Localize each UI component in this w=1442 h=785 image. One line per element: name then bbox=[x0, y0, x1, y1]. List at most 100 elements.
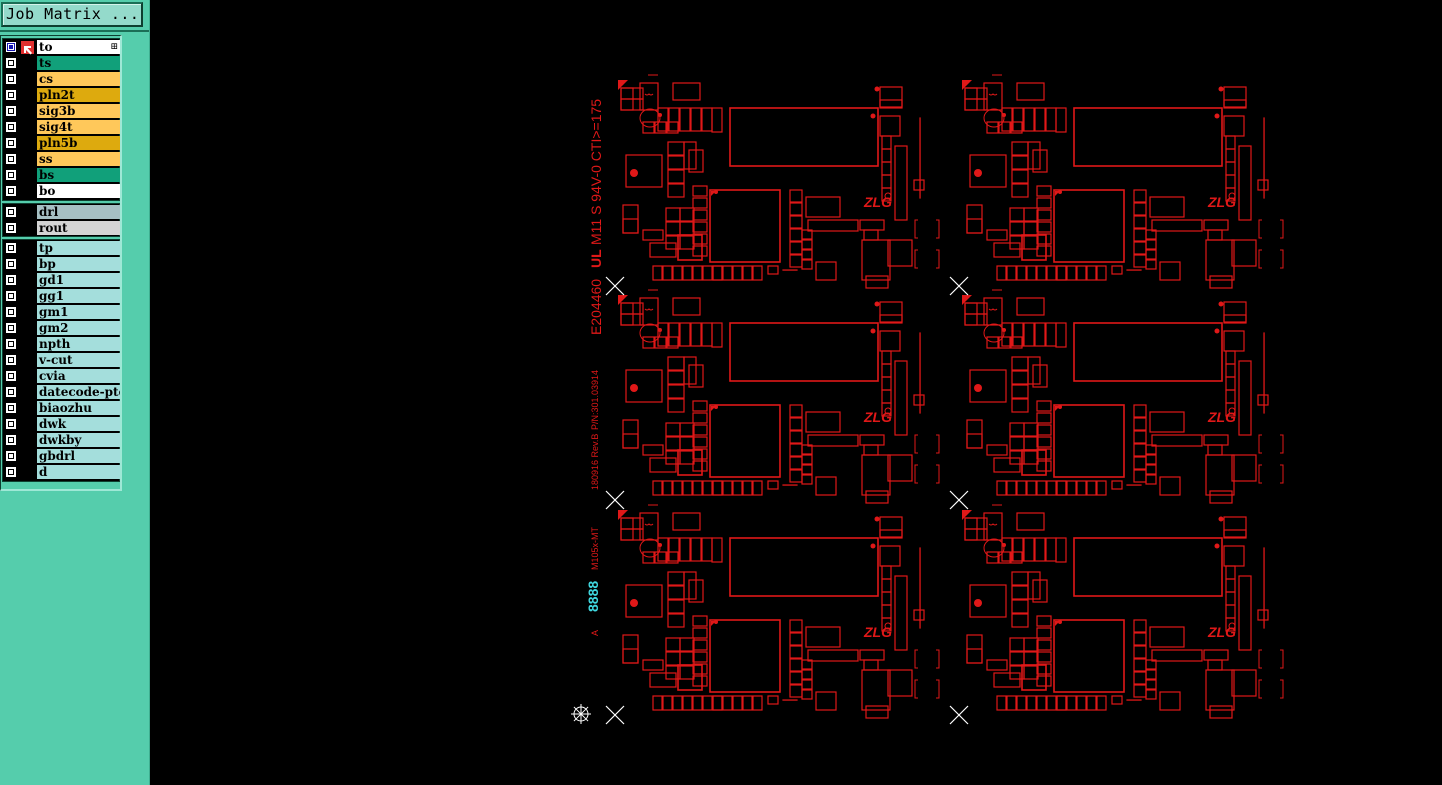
layer-name[interactable]: cs bbox=[37, 72, 120, 86]
layer-name[interactable]: datecode-pte bbox=[37, 385, 120, 399]
layer-checkbox[interactable] bbox=[6, 275, 16, 285]
layer-row-bo[interactable]: bo bbox=[3, 183, 121, 199]
layer-checkbox[interactable] bbox=[6, 291, 16, 301]
layer-name[interactable]: gm1 bbox=[37, 305, 120, 319]
expand-icon[interactable]: ⊞ bbox=[110, 42, 118, 52]
layer-row-dwkby[interactable]: dwkby bbox=[3, 432, 121, 448]
layer-name[interactable]: bs bbox=[37, 168, 120, 182]
layer-row-ts[interactable]: ts bbox=[3, 55, 121, 71]
layer-checkbox[interactable] bbox=[6, 307, 16, 317]
layer-name[interactable]: gbdrl bbox=[37, 449, 120, 463]
layer-name[interactable]: ss bbox=[37, 152, 120, 166]
layer-row-datecode-pte[interactable]: datecode-pte bbox=[3, 384, 121, 400]
pad-outline bbox=[649, 672, 677, 688]
layer-name[interactable]: ts bbox=[37, 56, 120, 70]
layer-row-cs[interactable]: cs bbox=[3, 71, 121, 87]
layer-row-rout[interactable]: rout bbox=[3, 220, 121, 236]
layer-row-cvia[interactable]: cvia bbox=[3, 368, 121, 384]
layer-row-drl[interactable]: drl bbox=[3, 204, 121, 220]
layer-checkbox[interactable] bbox=[6, 223, 16, 233]
pad-outline bbox=[642, 336, 655, 349]
layer-row-gd1[interactable]: gd1 bbox=[3, 272, 121, 288]
layer-checkbox[interactable] bbox=[6, 186, 16, 196]
layer-checkbox[interactable] bbox=[6, 259, 16, 269]
job-matrix-button[interactable]: Job Matrix ... bbox=[1, 2, 143, 27]
layer-row-sig4t[interactable]: sig4t bbox=[3, 119, 121, 135]
layer-checkbox[interactable] bbox=[6, 58, 16, 68]
layer-name[interactable]: drl bbox=[37, 205, 120, 219]
layer-checkbox[interactable] bbox=[6, 339, 16, 349]
layer-row-gm1[interactable]: gm1 bbox=[3, 304, 121, 320]
layer-name[interactable]: v-cut bbox=[37, 353, 120, 367]
pad-outline bbox=[865, 705, 889, 719]
layer-row-gm2[interactable]: gm2 bbox=[3, 320, 121, 336]
layer-row-bp[interactable]: bp bbox=[3, 256, 121, 272]
layer-checkbox[interactable] bbox=[6, 207, 16, 217]
layer-checkbox[interactable] bbox=[6, 323, 16, 333]
layer-name[interactable]: sig4t bbox=[37, 120, 120, 134]
layer-row-dwk[interactable]: dwk bbox=[3, 416, 121, 432]
layer-name[interactable]: pln2t bbox=[37, 88, 120, 102]
layer-row-pln5b[interactable]: pln5b bbox=[3, 135, 121, 151]
layer-name[interactable]: gm2 bbox=[37, 321, 120, 335]
layer-row-npth[interactable]: npth bbox=[3, 336, 121, 352]
layer-name[interactable]: pln5b bbox=[37, 136, 120, 150]
layer-checkbox[interactable] bbox=[6, 387, 16, 397]
layer-row-tp[interactable]: tp bbox=[3, 240, 121, 256]
ic-outline bbox=[969, 369, 1007, 403]
layer-row-gg1[interactable]: gg1 bbox=[3, 288, 121, 304]
layer-name[interactable]: npth bbox=[37, 337, 120, 351]
layer-name[interactable]: cvia bbox=[37, 369, 120, 383]
layer-name[interactable]: rout bbox=[37, 221, 120, 235]
pad-outline bbox=[688, 579, 704, 603]
layer-name[interactable]: gd1 bbox=[37, 273, 120, 287]
layer-row-v-cut[interactable]: v-cut bbox=[3, 352, 121, 368]
layer-checkbox[interactable] bbox=[6, 467, 16, 477]
ic-outline bbox=[672, 512, 701, 531]
layer-row-gbdrl[interactable]: gbdrl bbox=[3, 448, 121, 464]
layer-row-to[interactable]: to⊞ bbox=[3, 39, 121, 55]
layer-row-biaozhu[interactable]: biaozhu bbox=[3, 400, 121, 416]
pad-outline bbox=[1096, 480, 1107, 496]
pad-outline bbox=[807, 434, 859, 447]
layer-checkbox[interactable] bbox=[6, 90, 16, 100]
layer-row-ss[interactable]: ss bbox=[3, 151, 121, 167]
pad-outline bbox=[789, 619, 803, 633]
layer-checkbox[interactable] bbox=[6, 170, 16, 180]
layer-name[interactable]: tp bbox=[37, 241, 120, 255]
pad-outline bbox=[692, 460, 708, 472]
pad-outline bbox=[1133, 469, 1147, 483]
layer-name[interactable]: d bbox=[37, 465, 120, 479]
pin1-dot bbox=[630, 599, 638, 607]
layer-name[interactable]: to⊞ bbox=[37, 40, 120, 54]
layer-checkbox[interactable] bbox=[6, 403, 16, 413]
layer-row-pln2t[interactable]: pln2t bbox=[3, 87, 121, 103]
layer-name[interactable]: dwk bbox=[37, 417, 120, 431]
pad-outline bbox=[1032, 579, 1048, 603]
layer-name[interactable]: bp bbox=[37, 257, 120, 271]
layer-checkbox[interactable] bbox=[6, 106, 16, 116]
layer-name[interactable]: bo bbox=[37, 184, 120, 198]
ic-outline bbox=[625, 584, 663, 618]
layer-checkbox[interactable] bbox=[6, 419, 16, 429]
layer-checkbox[interactable] bbox=[6, 243, 16, 253]
pad-outline bbox=[1036, 448, 1052, 460]
layer-name[interactable]: biaozhu bbox=[37, 401, 120, 415]
layer-row-d[interactable]: d bbox=[3, 464, 121, 480]
layer-checkbox[interactable] bbox=[6, 138, 16, 148]
layer-name[interactable]: dwkby bbox=[37, 433, 120, 447]
layer-checkbox[interactable] bbox=[6, 122, 16, 132]
layer-checkbox[interactable] bbox=[6, 435, 16, 445]
layer-row-bs[interactable]: bs bbox=[3, 167, 121, 183]
layer-checkbox[interactable] bbox=[6, 451, 16, 461]
layer-checkbox[interactable] bbox=[6, 154, 16, 164]
layer-name[interactable]: sig3b bbox=[37, 104, 120, 118]
layer-name[interactable]: gg1 bbox=[37, 289, 120, 303]
layer-checkbox[interactable] bbox=[6, 371, 16, 381]
layer-checkbox[interactable] bbox=[6, 355, 16, 365]
layer-row-sig3b[interactable]: sig3b bbox=[3, 103, 121, 119]
layer-checkbox[interactable] bbox=[6, 42, 16, 52]
layer-checkbox[interactable] bbox=[6, 74, 16, 84]
